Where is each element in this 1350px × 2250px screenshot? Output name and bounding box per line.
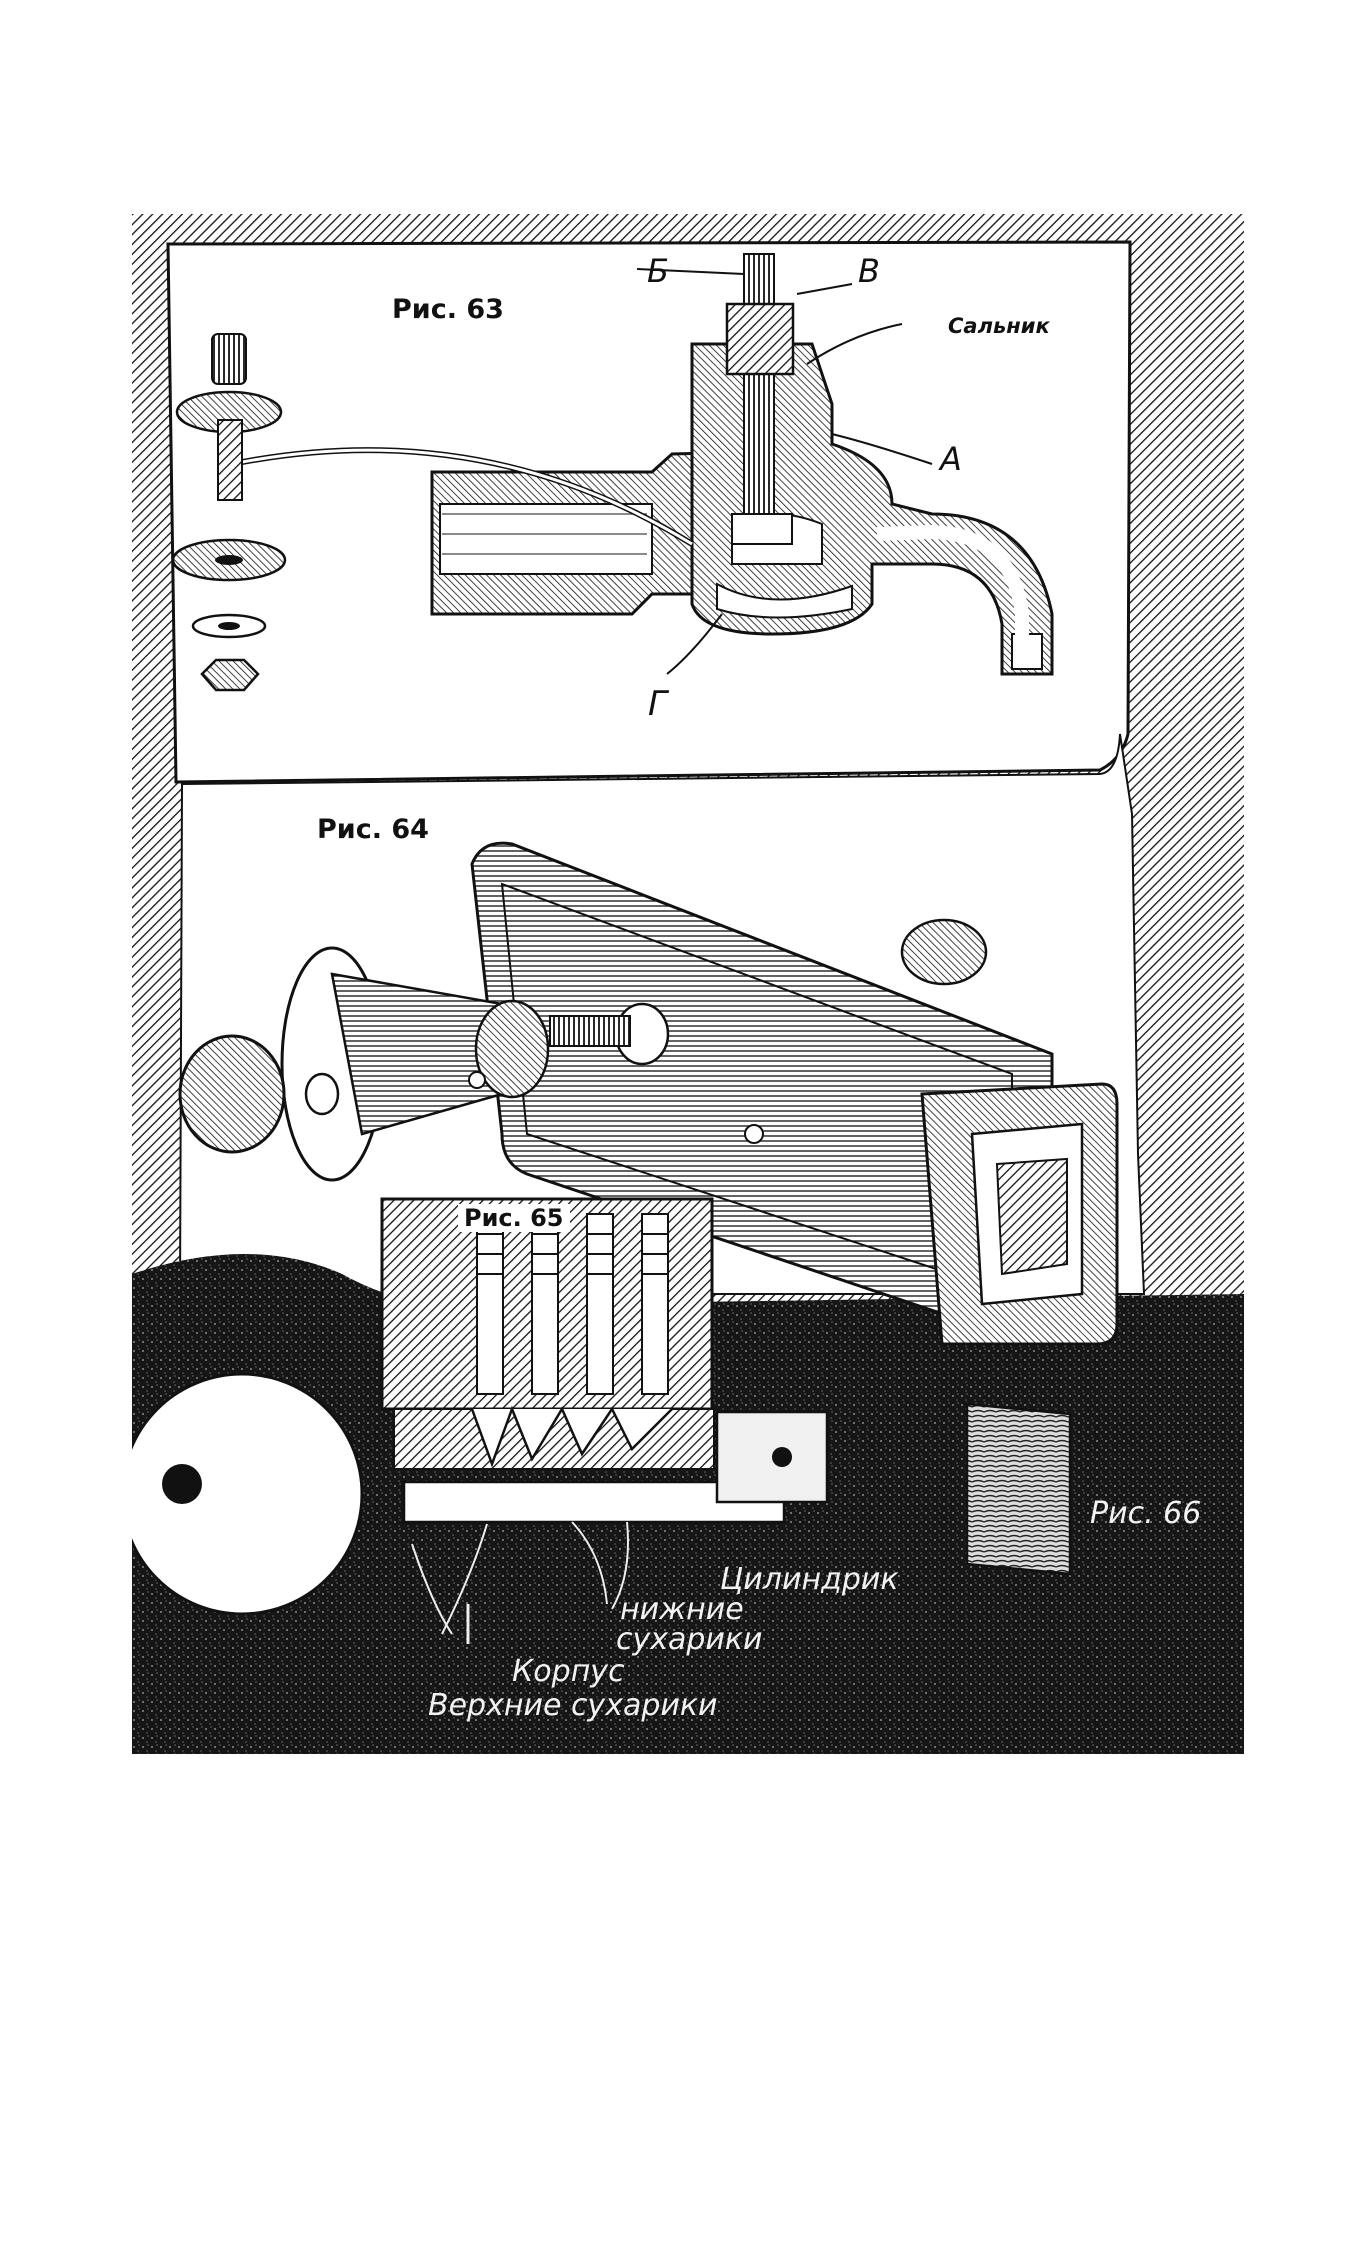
fig65-label-lower-pins-2: сухарики	[616, 1622, 763, 1657]
fig63-caption: Рис. 63	[392, 294, 504, 325]
fig64-caption: Рис. 64	[317, 814, 429, 845]
fig63-label-a: А	[940, 440, 962, 478]
fig65-label-body: Корпус	[512, 1654, 625, 1689]
fig63-label-g: Г	[648, 684, 667, 724]
tap-drawing	[231, 253, 1054, 676]
fig65-caption: Рис. 65	[458, 1204, 570, 1232]
fig63-label-b: Б	[647, 252, 669, 290]
rim-lock-drawing	[178, 841, 1119, 1346]
fig65-label-cylinder: Цилиндрик	[720, 1562, 899, 1597]
fig66-caption: Рис. 66	[1090, 1496, 1202, 1531]
fig63-label-v: В	[858, 252, 880, 290]
plate-drawing	[132, 214, 1244, 1754]
fig65-label-upper-pins: Верхние сухарики	[428, 1688, 718, 1723]
valve-parts	[171, 333, 287, 692]
illustration-plate: Рис. 63 Б В Сальник А Г Рис. 64 Рис. 65 …	[132, 214, 1244, 1754]
fig65-label-lower-pins-1: нижние	[620, 1592, 744, 1627]
fig63-label-salnik: Сальник	[948, 314, 1050, 338]
cylinder-section-drawing	[132, 1197, 1072, 1644]
